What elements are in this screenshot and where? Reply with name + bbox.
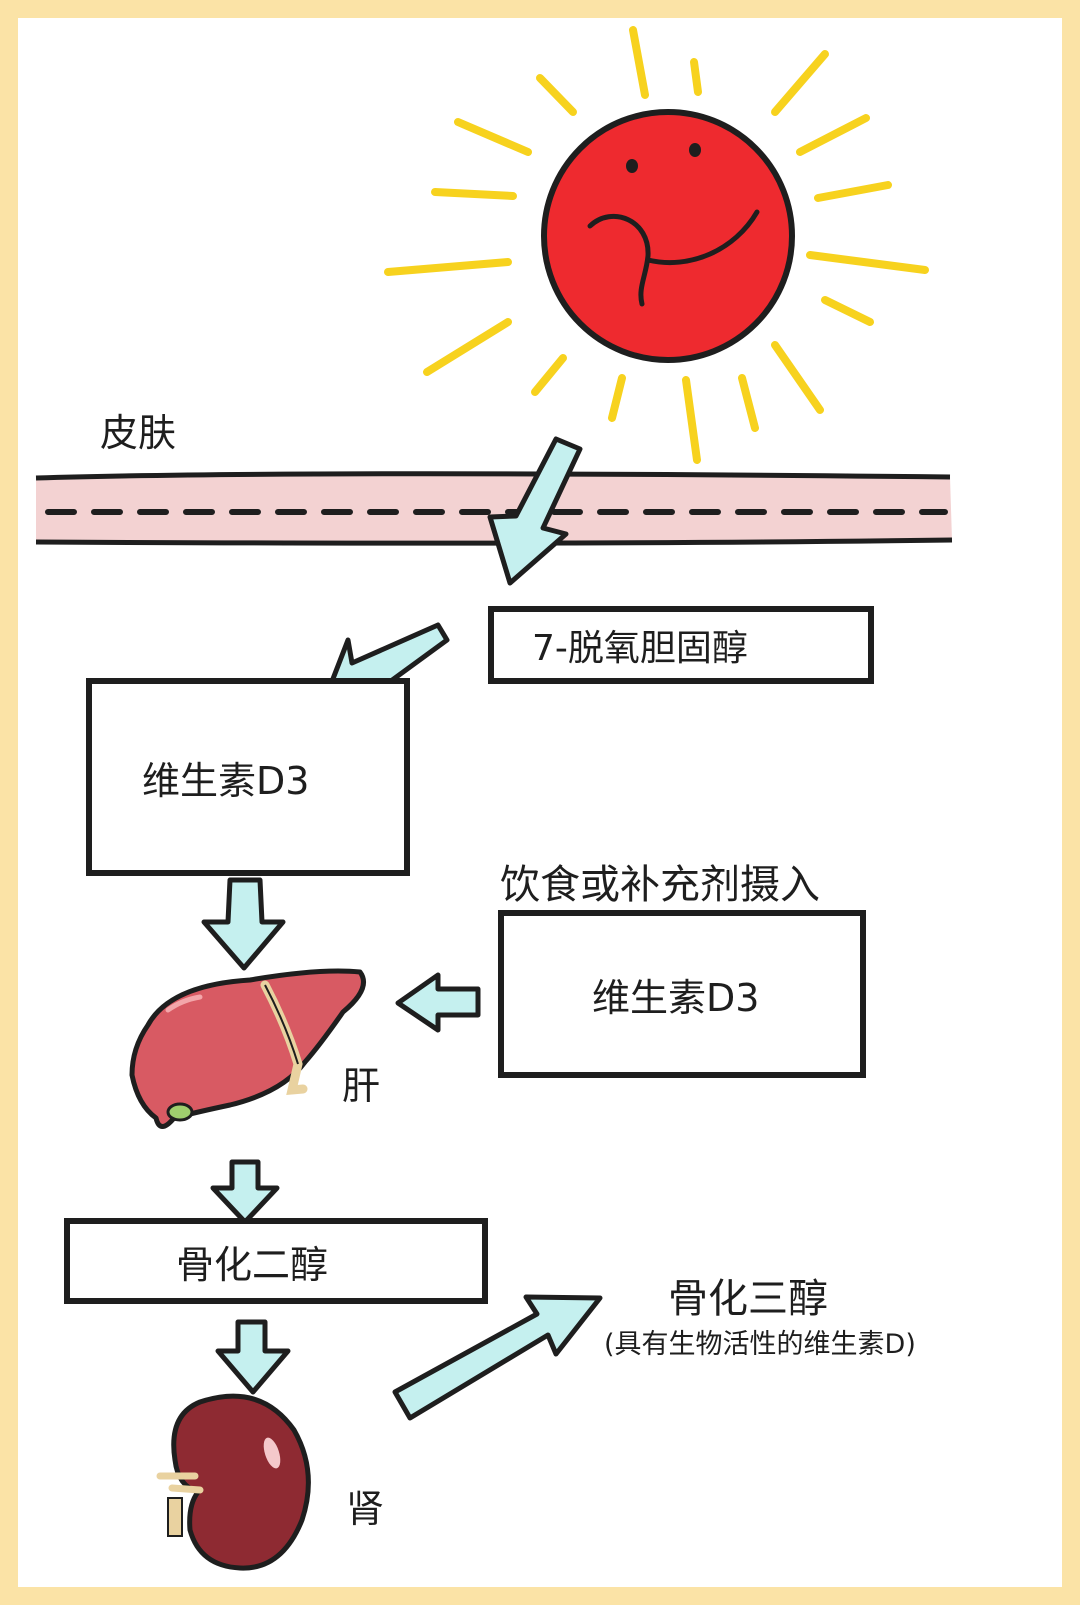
precursor-label: 7-脱氧胆固醇	[532, 628, 748, 669]
precursor-box: 7-脱氧胆固醇	[488, 606, 874, 684]
calcitriol-note: (具有生物活性的维生素D)	[604, 1329, 916, 1360]
vitd3-skin-box: 维生素D3	[86, 678, 410, 876]
vitd3-intake-label: 维生素D3	[592, 975, 760, 1020]
arrow-vitd3-to-liver	[201, 877, 286, 971]
arrow-intake-to-liver	[395, 972, 481, 1033]
kidney-label: 肾	[346, 1487, 385, 1531]
arrow-kidney-to-calcitriol	[392, 1294, 603, 1421]
vitd3-intake-box: 维生素D3	[498, 910, 866, 1078]
sun-rays	[384, 26, 929, 464]
calcidiol-label: 骨化二醇	[176, 1242, 329, 1287]
vitd3-skin-label: 维生素D3	[142, 758, 310, 803]
calcidiol-box: 骨化二醇	[64, 1218, 488, 1304]
kidney-icon	[156, 1393, 311, 1571]
calcitriol-label: 骨化三醇	[668, 1276, 828, 1322]
sun-icon	[541, 109, 795, 363]
skin-layer	[35, 471, 953, 546]
liver-icon	[129, 968, 366, 1129]
skin-label: 皮肤	[100, 411, 177, 455]
intake-label: 饮食或补充剂摄入	[500, 862, 820, 908]
liver-label: 肝	[342, 1064, 381, 1108]
arrow-liver-to-calcidiol	[210, 1159, 280, 1225]
arrow-sun-to-precursor	[487, 436, 583, 586]
arrow-calcidiol-to-kidney	[215, 1319, 291, 1395]
